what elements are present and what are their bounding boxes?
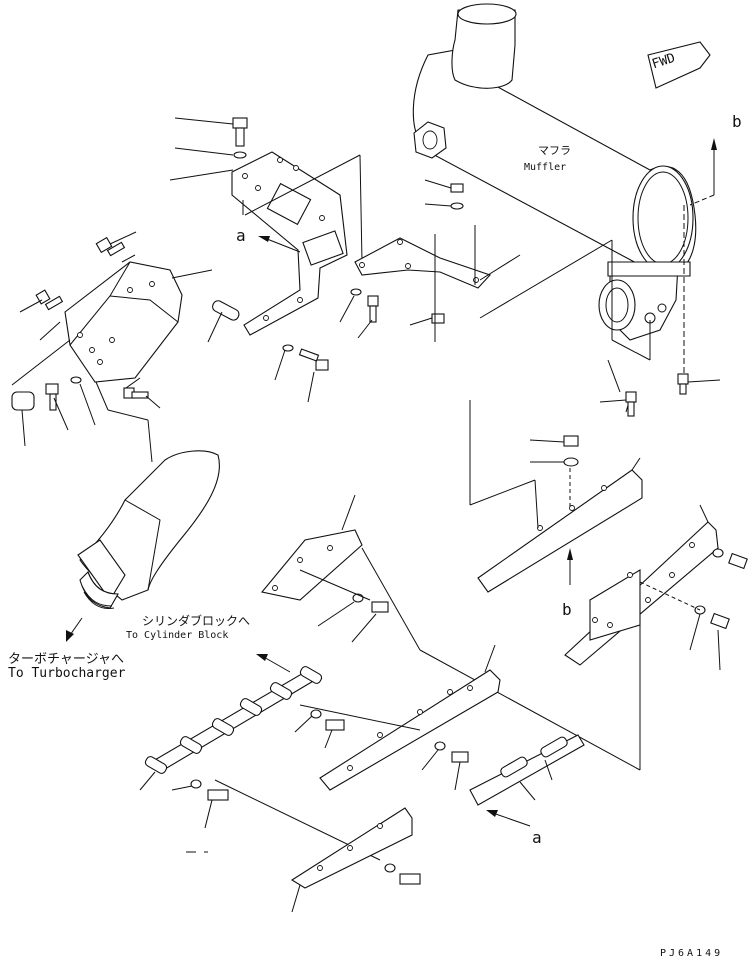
leaders-center — [409, 179, 651, 361]
right-upper-rail — [477, 435, 643, 593]
leaders-upper — [169, 117, 373, 403]
bolt-upper — [232, 117, 248, 159]
leaders-mid — [421, 644, 496, 791]
b-top-arrow-icon — [683, 138, 717, 375]
turbo-label-en: To Turbocharger — [8, 666, 126, 681]
leaders-right-lower — [639, 504, 721, 671]
callout-b-top: b — [732, 112, 742, 131]
leaders-left — [11, 231, 213, 463]
leaders-bottom-right — [519, 759, 553, 801]
exhaust-pipe — [77, 450, 220, 609]
b-bottom-arrow-icon — [567, 548, 573, 585]
muffler-bolts — [625, 373, 689, 417]
a-top-arrow-icon — [258, 236, 301, 253]
muffler — [412, 3, 697, 341]
turbo-label-jp: ターボチャージャへ — [8, 652, 124, 667]
fwd-arrow-icon — [647, 41, 711, 89]
muffler-label-en: Muffler — [524, 162, 567, 173]
cylinder-label-en: To Cylinder Block — [126, 630, 229, 641]
a-bottom-arrow-icon — [486, 810, 531, 827]
cylinder-arrow-icon — [256, 654, 291, 673]
leaders-center-left — [299, 494, 641, 771]
muffler-label-jp: マフラ — [538, 144, 571, 157]
cylinder-label-jp: シリンダブロックへ — [142, 614, 251, 628]
bottom-small-bracket — [290, 807, 421, 889]
bottom-left-frame — [144, 666, 345, 801]
bolts-mid — [282, 288, 379, 371]
upper-bracket — [231, 151, 348, 336]
mid-rail — [319, 669, 501, 791]
turbo-adapter-housing — [11, 236, 183, 411]
callout-a-top: a — [236, 226, 246, 245]
bottom-right-rail — [469, 734, 585, 806]
drawing-code: PJ6A149 — [660, 948, 724, 959]
callout-a-bottom: a — [532, 828, 542, 847]
right-lower-rail — [564, 521, 748, 666]
callout-b-bottom: b — [562, 600, 572, 619]
pin-upper — [212, 300, 240, 321]
leaders-bottom-small — [186, 851, 301, 913]
leaders-muffler-bolts — [599, 379, 721, 403]
center-bracket — [354, 183, 491, 324]
center-left-bracket — [260, 529, 389, 613]
turbo-arrow-icon — [66, 617, 83, 642]
